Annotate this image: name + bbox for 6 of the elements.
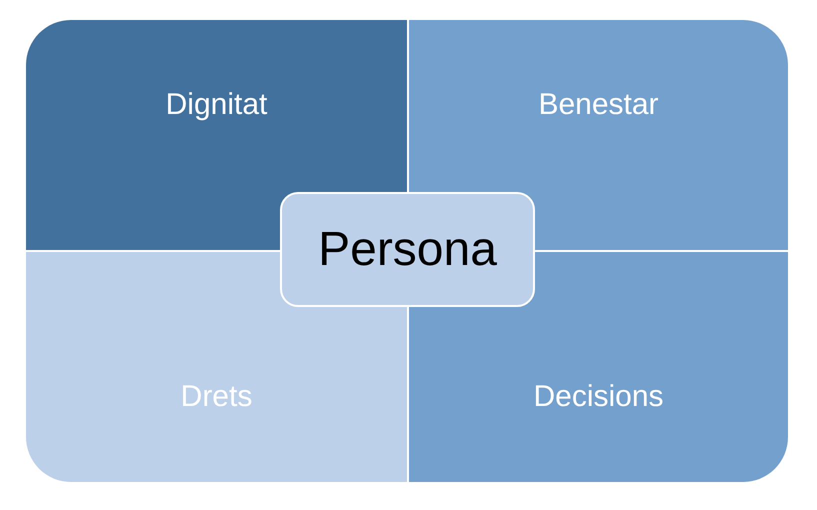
center-label: Persona <box>318 222 497 277</box>
quadrant-label: Dignitat <box>166 88 268 122</box>
quadrant-label: Benestar <box>538 88 659 122</box>
quadrant-label: Drets <box>180 380 252 414</box>
quadrant-label: Decisions <box>533 380 664 414</box>
center-box <box>280 192 535 307</box>
